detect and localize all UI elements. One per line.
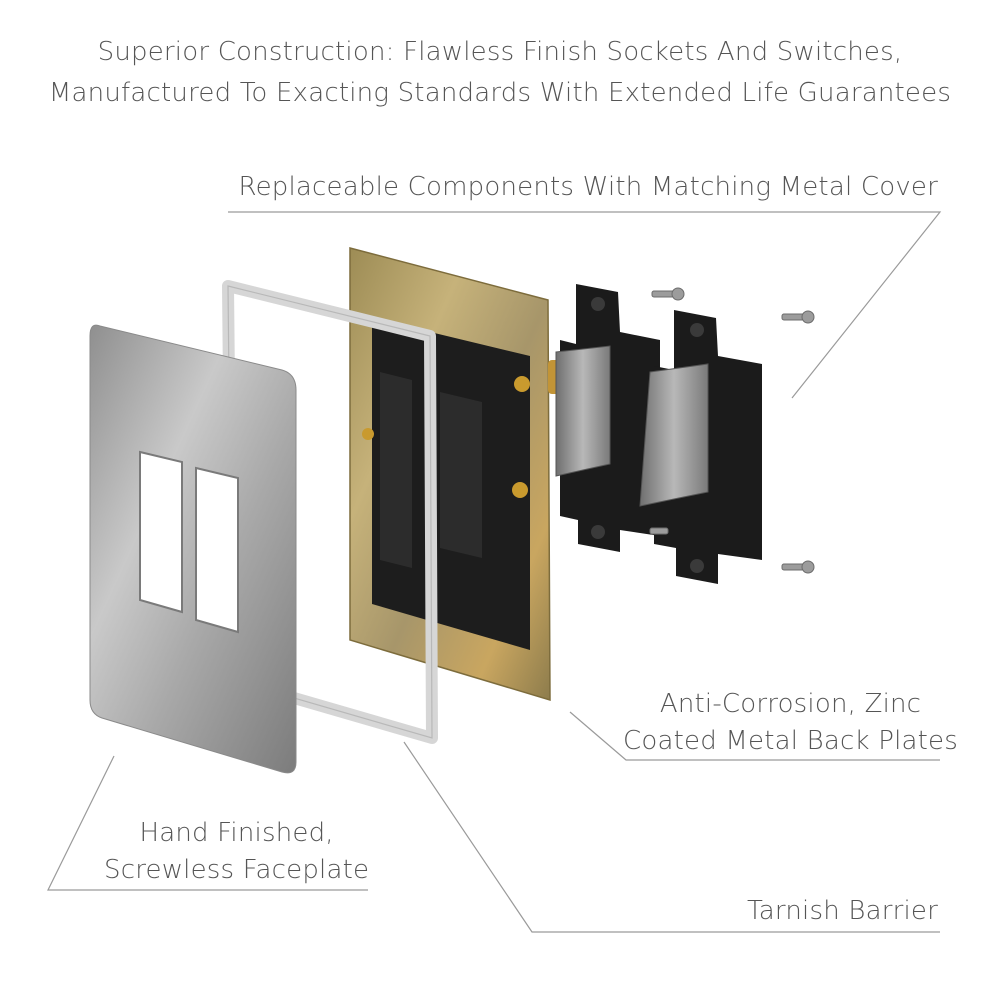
callout-replaceable-components: Replaceable Components With Matching Met…: [238, 172, 938, 202]
steel-faceplate: [89, 324, 297, 774]
screw-icon: [781, 560, 815, 574]
switch-module-right: [639, 310, 762, 584]
screw-icon: [651, 287, 685, 301]
screws: [649, 287, 815, 574]
rocker-right: [639, 363, 709, 507]
screw-icon: [649, 527, 669, 535]
faceplate-aperture-left: [139, 450, 183, 614]
zinc-back-plate: [349, 247, 584, 702]
callout-faceplate-line-1: Hand Finished,: [139, 818, 334, 848]
screw-icon: [781, 310, 815, 324]
headline-line-1: Superior Construction: Flawless Finish S…: [97, 37, 903, 67]
headline: Superior Construction: Flawless Finish S…: [0, 32, 1000, 114]
brass-screw-icon: [362, 428, 374, 440]
leader-line-faceplate: [47, 755, 368, 891]
leader-line-zinc: [569, 711, 940, 761]
faceplate-aperture-right: [195, 466, 239, 634]
callout-faceplate-line-2: Screwless Faceplate: [104, 855, 370, 885]
leader-line-tarnish: [403, 741, 940, 933]
rocker-left: [555, 345, 611, 477]
brass-screw-icon: [514, 376, 530, 392]
callout-zinc-line-1: Anti-Corrosion, Zinc: [659, 689, 922, 719]
leader-lines: [47, 211, 942, 933]
brass-screw-icon: [512, 482, 528, 498]
callout-zinc-back-plates: Anti-Corrosion, Zinc Coated Metal Back P…: [623, 686, 958, 760]
callout-tarnish-barrier: Tarnish Barrier: [747, 896, 938, 926]
headline-line-2: Manufactured To Exacting Standards With …: [48, 78, 952, 108]
callout-screwless-faceplate: Hand Finished, Screwless Faceplate: [104, 815, 369, 889]
switch-module-left: [555, 284, 660, 552]
callout-zinc-line-2: Coated Metal Back Plates: [623, 726, 958, 756]
leader-line-components: [228, 211, 942, 399]
